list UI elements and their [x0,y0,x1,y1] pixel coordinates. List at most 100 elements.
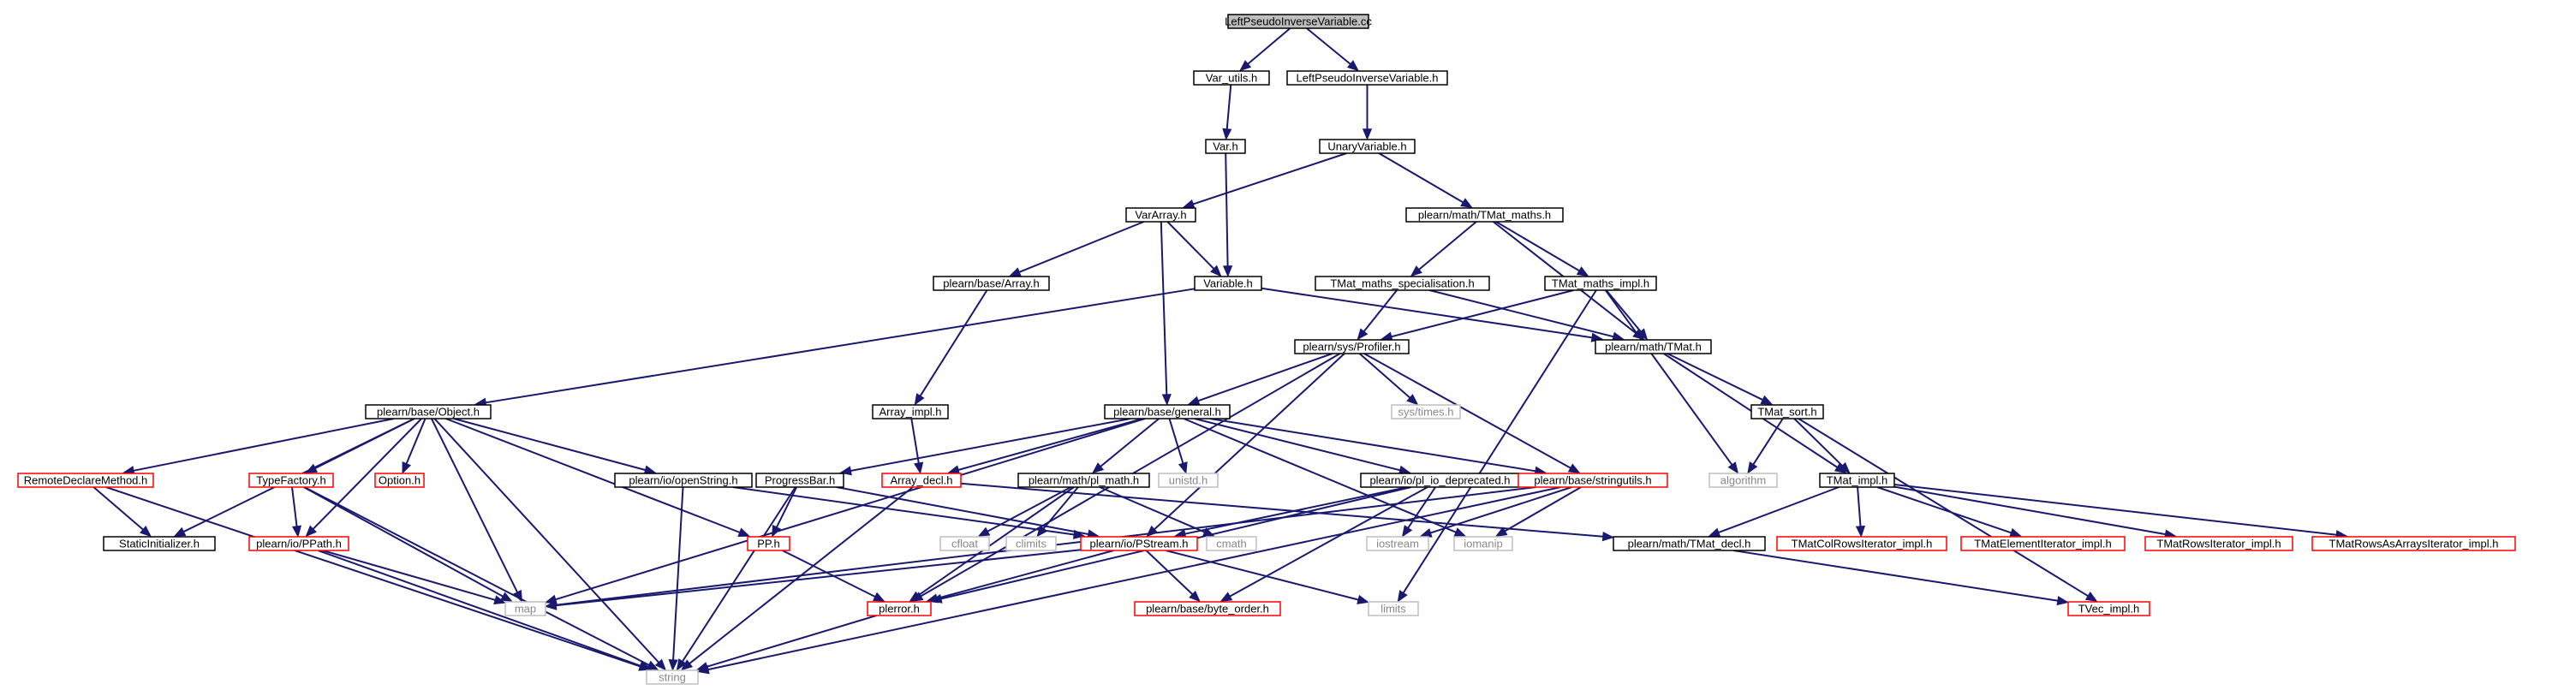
node-vararray[interactable]: VarArray.h [1125,207,1196,223]
node-rowsiter[interactable]: TMatRowsIterator_impl.h [2144,536,2293,551]
node-perror[interactable]: plerror.h [867,601,932,616]
edge-unary-to-vararray [1182,152,1347,209]
node-general[interactable]: plearn/base/general.h [1104,404,1231,419]
edge-general-to-stringutils [1209,418,1547,476]
node-label: VarArray.h [1135,209,1186,222]
node-variable[interactable]: Variable.h [1194,276,1262,291]
edge-remote-to-string [105,486,652,671]
node-rowsasarr[interactable]: TMatRowsAsArraysIterator_impl.h [2311,536,2516,551]
node-tmat-maths[interactable]: plearn/math/TMat_maths.h [1405,207,1564,223]
node-colrows[interactable]: TMatColRowsIterator_impl.h [1776,536,1947,551]
node-var-h[interactable]: Var.h [1205,139,1246,154]
edge-ppath-to-string [318,550,653,671]
edge-tmat_sort-to-algorithm [1747,418,1784,474]
edge-perror-to-string [695,615,877,671]
node-progressbar[interactable]: ProgressBar.h [755,473,844,488]
edge-root-to-lpiv_h [1306,27,1360,72]
node-box [1595,339,1712,354]
node-box [1227,14,1369,29]
edge-line [1428,289,1614,338]
node-box [933,276,1050,291]
arrowhead-icon [914,393,925,406]
edge-tmat_maths-to-tmat_spec [1410,221,1477,277]
node-pstream[interactable]: plearn/io/PStream.h [1080,536,1198,551]
node-tmat-spec[interactable]: TMat_maths_specialisation.h [1315,276,1490,291]
node-box [1366,536,1429,551]
arrowhead-icon [872,592,886,602]
edge-line [92,486,144,531]
node-stringutils[interactable]: plearn/base/stringutils.h [1518,473,1668,488]
arrowhead-icon [1419,528,1433,538]
edge-typefactory-to-string [304,486,659,670]
node-ppath[interactable]: plearn/io/PPath.h [248,536,349,551]
node-base-array[interactable]: plearn/base/Array.h [933,276,1050,291]
edge-progressbar-to-pp [772,486,797,538]
arrowhead-icon [680,659,694,671]
node-tmat-sort[interactable]: TMat_sort.h [1750,404,1824,419]
node-var-utils[interactable]: Var_utils.h [1193,70,1270,86]
arrowhead-icon [676,658,687,671]
edge-line [1247,27,1291,65]
node-array-decl[interactable]: Array_decl.h [881,473,962,488]
node-unistd: unistd.h [1158,473,1219,488]
node-limits: limits [1368,601,1419,616]
node-tmat-decl[interactable]: plearn/math/TMat_decl.h [1613,536,1766,551]
node-label: plearn/base/stringutils.h [1534,474,1651,487]
arrowhead-icon [643,465,657,475]
node-label: plearn/sys/Profiler.h [1303,341,1400,354]
node-profiler[interactable]: plearn/sys/Profiler.h [1294,339,1410,354]
node-box [1193,70,1270,86]
node-tmat-impl[interactable]: TMat_impl.h [1819,473,1895,488]
node-tmat[interactable]: plearn/math/TMat.h [1595,339,1712,354]
edge-progressbar-to-string [676,486,796,671]
edge-line [850,418,1131,472]
node-tvec-impl[interactable]: TVec_impl.h [2067,601,2150,616]
node-static-init[interactable]: StaticInitializer.h [103,536,216,551]
arrowhead-icon [1357,594,1369,604]
edge-line [105,486,641,668]
node-elemiter[interactable]: TMatElementIterator_impl.h [1960,536,2126,551]
node-object[interactable]: plearn/base/Object.h [365,404,492,419]
edge-line [322,550,496,601]
node-array-impl[interactable]: Array_impl.h [872,404,949,419]
node-label: RemoteDeclareMethod.h [24,474,148,487]
node-label: cfloat [951,538,978,550]
edge-line [910,418,920,464]
node-typefactory[interactable]: TypeFactory.h [248,473,334,488]
node-box [1194,276,1262,291]
edge-line [1225,152,1229,267]
edge-line [312,418,422,530]
arrowhead-icon [668,658,678,671]
node-byte-order[interactable]: plearn/base/byte_order.h [1134,601,1281,616]
node-remote[interactable]: RemoteDeclareMethod.h [17,473,154,488]
node-pl-math[interactable]: plearn/math/pl_math.h [1017,473,1150,488]
node-pl-io-dep[interactable]: plearn/io/pl_io_deprecated.h [1360,473,1520,488]
edge-unary-to-tmat_maths [1378,152,1473,209]
edge-stringutils-to-iomanip [1494,486,1582,537]
edge-pstream-to-perror [926,550,1114,604]
edge-line [960,482,1604,538]
node-option[interactable]: Option.h [374,473,425,488]
arrowhead-icon [2084,592,2098,603]
arrowhead-icon [1182,199,1196,209]
arrowhead-icon [500,592,513,602]
node-pp[interactable]: PP.h [747,536,790,551]
node-tmat-impl-maths[interactable]: TMat_maths_impl.h [1544,276,1657,291]
node-unary[interactable]: UnaryVariable.h [1319,139,1416,154]
edge-line [1358,353,1411,399]
node-openstring[interactable]: plearn/io/openString.h [614,473,753,488]
node-root[interactable]: LeftPseudoInverseVariable.cc [1225,14,1372,29]
node-box [1080,536,1198,551]
arrowhead-icon [839,466,852,476]
edge-pl_io_dep-to-iostream [1401,486,1436,538]
arrowhead-icon [402,461,412,474]
node-box [1368,601,1419,616]
arrowhead-icon [291,525,302,538]
arrowhead-icon [1747,461,1758,474]
arrowhead-icon [1209,265,1222,277]
node-label: plearn/math/TMat_maths.h [1418,209,1551,222]
node-lpiv-h[interactable]: LeftPseudoInverseVariable.h [1286,70,1448,86]
node-label: algorithm [1720,474,1766,487]
arrowhead-icon [926,593,939,604]
node-label: TMat_impl.h [1827,474,1888,487]
